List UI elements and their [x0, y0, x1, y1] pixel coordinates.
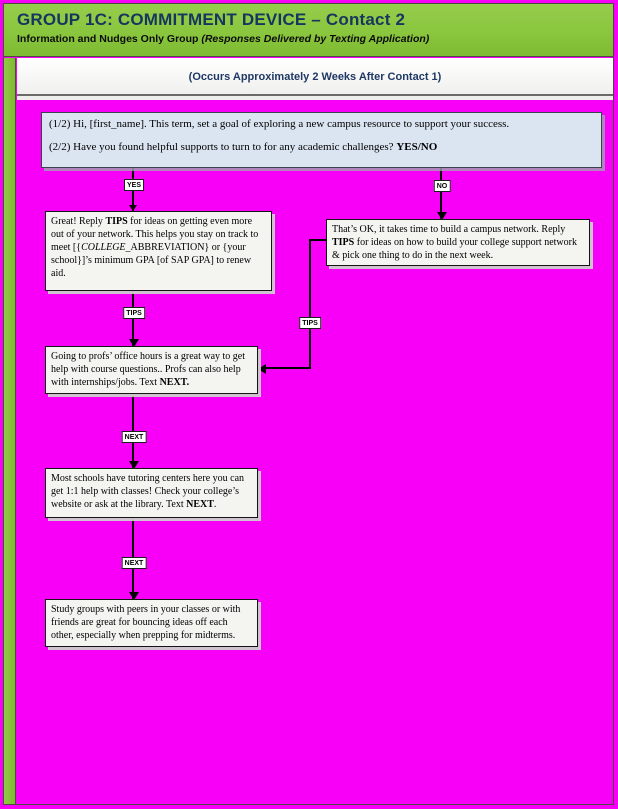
tips-right-connector-label: TIPS — [299, 317, 321, 329]
timing-banner: (Occurs Approximately 2 Weeks After Cont… — [17, 58, 613, 100]
intro-message-box: (1/2) Hi, [first_name]. This term, set a… — [41, 112, 602, 168]
header-band: GROUP 1C: COMMITMENT DEVICE – Contact 2 … — [4, 4, 613, 57]
no-connector-line — [440, 168, 442, 219]
tip-office-hours-box: Going to profs’ office hours is a great … — [45, 346, 258, 394]
document-page: GROUP 1C: COMMITMENT DEVICE – Contact 2 … — [3, 3, 614, 805]
banner-divider — [17, 94, 613, 96]
flowchart-canvas: (1/2) Hi, [first_name]. This term, set a… — [17, 100, 613, 804]
tips-left-arrowhead — [129, 339, 139, 347]
subtitle-delivery-note: (Responses Delivered by Texting Applicat… — [201, 33, 430, 45]
tips-right-connector-line — [309, 239, 311, 369]
tips-right-arrowhead — [258, 364, 266, 374]
next-connector-label-2: NEXT — [121, 557, 147, 569]
timing-banner-text: (Occurs Approximately 2 Weeks After Cont… — [188, 71, 442, 83]
tips-keyword: TIPS — [332, 237, 355, 248]
tips-right-connector-top — [311, 239, 327, 241]
no-connector-label: NO — [433, 180, 451, 192]
tips-left-connector-label: TIPS — [123, 307, 145, 319]
yes-response-box: Great! Reply TIPS for ideas on getting e… — [45, 211, 272, 291]
next-arrowhead-2 — [129, 592, 139, 600]
page-subtitle: Information and Nudges Only Group (Respo… — [17, 33, 613, 45]
next-arrowhead-1 — [129, 461, 139, 469]
no-arrowhead — [437, 212, 447, 220]
subtitle-group-label: Information and Nudges Only Group — [17, 33, 202, 45]
yes-connector-label: YES — [123, 179, 145, 191]
college-placeholder: COLLEGE — [81, 242, 126, 253]
tip-tutoring-box: Most schools have tutoring centers here … — [45, 468, 258, 518]
left-accent-strip — [4, 58, 16, 804]
yes-no-options: YES/NO — [396, 141, 438, 153]
yes-arrowhead — [129, 205, 137, 211]
sms-message-2: (2/2) Have you found helpful supports to… — [49, 141, 438, 153]
next-connector-label-1: NEXT — [121, 431, 147, 443]
next-keyword: NEXT. — [159, 377, 190, 388]
tips-keyword: TIPS — [105, 216, 128, 227]
sms-message-1: (1/2) Hi, [first_name]. This term, set a… — [49, 118, 510, 130]
tips-right-connector-bottom — [265, 367, 311, 369]
next-keyword: NEXT — [186, 499, 214, 510]
page-title: GROUP 1C: COMMITMENT DEVICE – Contact 2 — [17, 10, 406, 29]
no-response-box: That’s OK, it takes time to build a camp… — [326, 219, 590, 266]
tip-study-groups-box: Study groups with peers in your classes … — [45, 599, 258, 647]
